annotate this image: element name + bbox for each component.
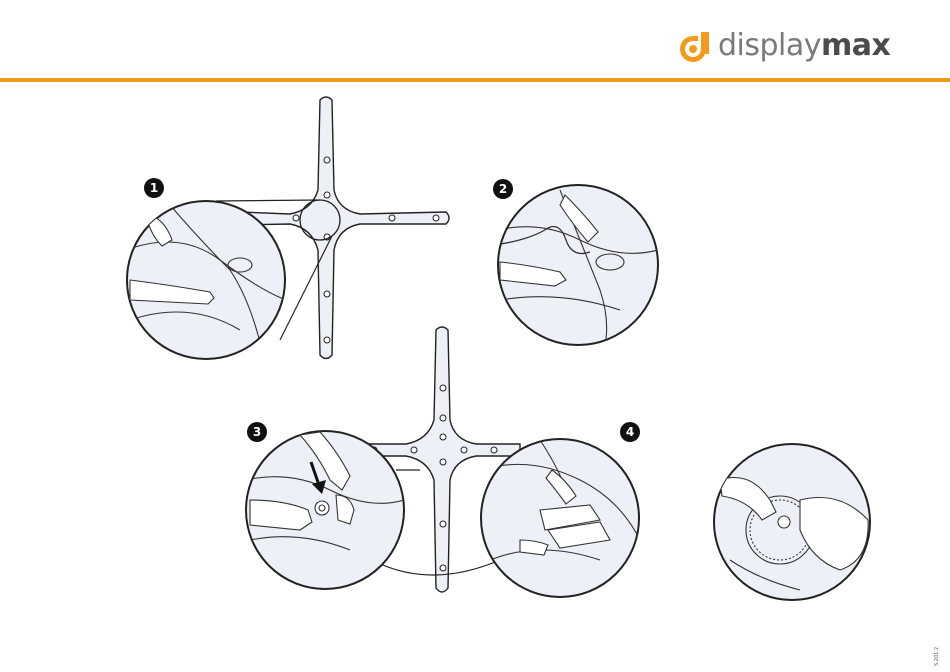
extra-detail [714,444,870,600]
step-4-detail [481,439,640,597]
step-1-detail [126,201,286,359]
step-number-3: 3 [253,425,261,439]
step-3-detail [246,431,404,589]
cross-base-top-bolts [293,157,439,343]
document-reference: S.201 2 [934,626,944,666]
step-badge-2: 2 [493,179,513,199]
step-badge-1: 1 [144,178,164,198]
step-number-4: 4 [626,425,634,439]
step-2-detail [494,185,658,345]
step-number-2: 2 [499,182,507,196]
step-number-1: 1 [150,181,158,195]
step-badge-4: 4 [620,422,640,442]
step-badge-3: 3 [247,422,267,442]
